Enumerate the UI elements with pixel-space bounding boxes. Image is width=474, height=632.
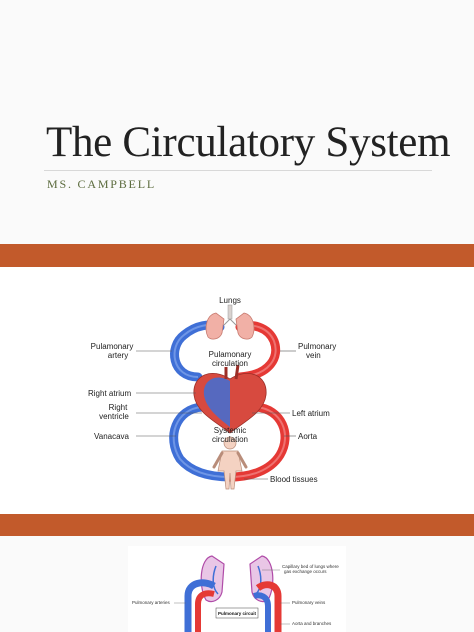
label-right-ventricle-2: ventricle xyxy=(99,412,129,421)
label-pulmonary-circuit: Pulmonary circuit xyxy=(218,611,257,616)
slide-gap xyxy=(0,236,474,244)
title-slide: The Circulatory System MS. CAMPBELL xyxy=(0,0,474,236)
label-right-atrium: Right atrium xyxy=(88,389,131,398)
slide-subtitle: MS. CAMPBELL xyxy=(47,177,156,191)
label-systemic-circulation-1: Systemic xyxy=(214,426,246,435)
label-blood-tissues: Blood tissues xyxy=(270,475,318,484)
label-pulamonary-artery-1: Pulamonary xyxy=(91,342,134,351)
pulmonary-circuit-svg: Pulmonary circuit Capillary bed of lungs… xyxy=(132,555,339,632)
label-aorta: Aorta xyxy=(298,432,318,441)
label-pulamonary-artery-2: artery xyxy=(108,351,128,360)
label-capillary-2: gas exchange occurs xyxy=(284,569,327,574)
label-pulamonary-circulation-2: circulation xyxy=(212,359,248,368)
label-pulmonary-vein-2: vein xyxy=(306,351,321,360)
body-tissues-icon xyxy=(212,436,248,490)
slide-gap xyxy=(0,508,474,514)
accent-band xyxy=(0,514,474,536)
label-pulmonary-arteries: Pulmonary arteries xyxy=(132,600,171,605)
title-divider xyxy=(44,170,432,171)
lungs-icon xyxy=(205,304,255,340)
heart-icon xyxy=(193,364,267,434)
label-pulmonary-veins: Pulmonary veins xyxy=(292,600,326,605)
label-capillary-1: Capillary bed of lungs where xyxy=(282,564,339,569)
label-pulamonary-circulation-1: Pulamonary xyxy=(209,350,252,359)
label-systemic-circulation-2: circulation xyxy=(212,435,248,444)
label-right-ventricle-1: Right xyxy=(109,403,128,412)
diagram-slide-2: Pulmonary circuit Capillary bed of lungs… xyxy=(0,546,474,632)
lungs-icon xyxy=(200,555,274,603)
accent-band xyxy=(0,244,474,267)
label-lungs: Lungs xyxy=(219,296,241,305)
pulmonary-circuit-diagram: Pulmonary circuit Capillary bed of lungs… xyxy=(128,546,346,632)
diagram-slide: Lungs Pulamonary artery Pulamonary circu… xyxy=(0,267,474,508)
label-aorta-branches: Aorta and branches xyxy=(292,621,332,626)
label-vanacava: Vanacava xyxy=(94,432,130,441)
slide-title: The Circulatory System xyxy=(46,119,451,166)
circulation-diagram-svg: Lungs Pulamonary artery Pulamonary circu… xyxy=(88,296,336,490)
slide-gap xyxy=(0,536,474,546)
circulation-diagram: Lungs Pulamonary artery Pulamonary circu… xyxy=(80,267,370,508)
label-pulmonary-vein-1: Pulmonary xyxy=(298,342,336,351)
label-left-atrium: Left atrium xyxy=(292,409,330,418)
